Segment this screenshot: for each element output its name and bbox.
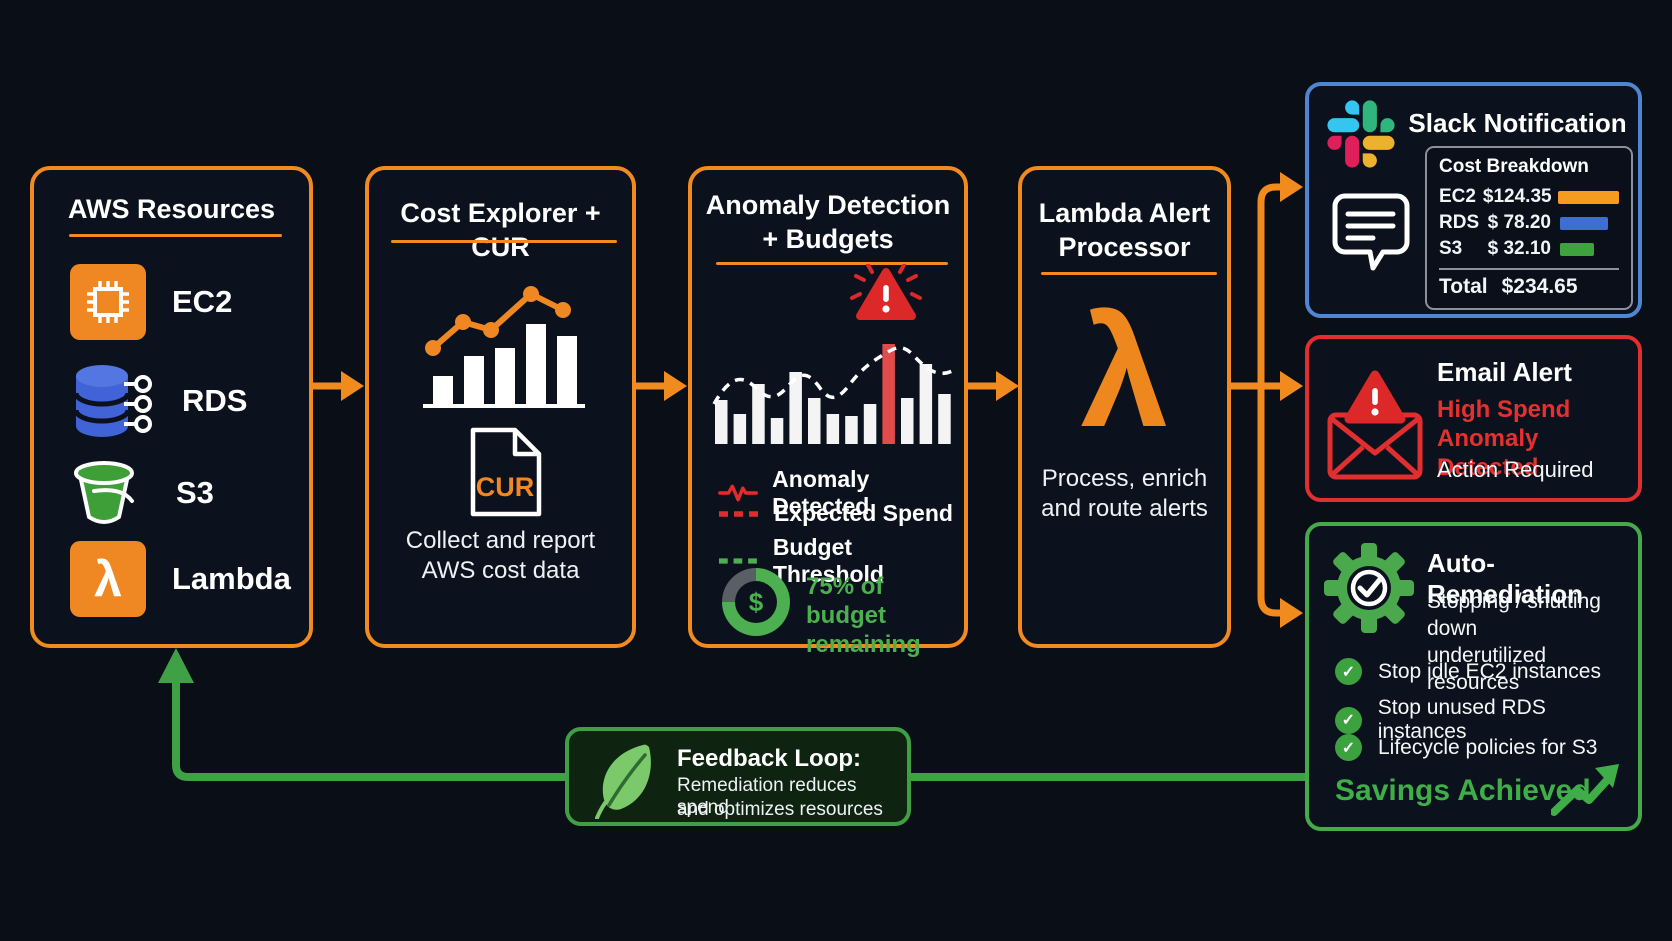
s3-bucket-icon [74, 461, 134, 524]
cost-row-rds: RDS $ 78.20 [1439, 210, 1619, 236]
anomaly-warning-triangle-icon [850, 264, 922, 320]
savings-achieved-label: Savings Achieved [1335, 774, 1591, 807]
email-alert-title: Email Alert [1437, 357, 1572, 387]
email-alert-message: High Spend Anomaly Detected [1437, 396, 1571, 481]
cur-document-icon: CUR [470, 427, 542, 517]
expected-spend-dashed-line [712, 346, 955, 405]
cost-explorer-box: Cost Explorer + CUR CUR Collect and repo… [365, 166, 636, 648]
feedback-loop-title: Feedback Loop: [677, 745, 862, 772]
title-underline [391, 240, 617, 243]
checklist-item: ✓ Lifecycle policies for S3 [1335, 734, 1597, 761]
aws-resources-title: AWS Resources [67, 194, 276, 224]
resource-label: RDS [182, 383, 248, 418]
check-circle-icon: ✓ [1335, 658, 1362, 685]
budget-donut: $ [722, 568, 790, 636]
resource-label: S3 [176, 475, 214, 510]
red-dashed-line-icon [719, 510, 759, 517]
lambda-large-icon: λ [1080, 284, 1169, 460]
checklist-item: ✓ Stop unused RDS instances [1335, 696, 1638, 744]
auto-remediation-subtitle: Stopping / shutting down underutilized r… [1427, 590, 1601, 694]
cost-row-ec2: EC2 $124.35 [1439, 184, 1619, 210]
anomaly-title: Anomaly Detection + Budgets [705, 190, 951, 254]
savings-trend-arrow-icon [1551, 764, 1619, 816]
orange-arrowheads [341, 172, 1303, 628]
cur-doc-label: CUR [476, 472, 535, 502]
lambda-icon: λ [70, 541, 146, 617]
slack-title: Slack Notification [1408, 108, 1627, 138]
legend-anomaly-detected: Anomaly Detected [718, 466, 964, 520]
feedback-loop-box: Feedback Loop: Remediation reduces spend… [565, 727, 911, 826]
slack-logo-icon [1327, 100, 1395, 168]
anomaly-bars [715, 344, 951, 444]
feedback-loop-line [172, 676, 1309, 781]
cost-explorer-caption: Collect and report AWS cost data [405, 527, 596, 584]
email-alert-box: Email Alert High Spend Anomaly Detected … [1305, 335, 1642, 502]
cost-breakdown-header: Cost Breakdown [1439, 156, 1589, 177]
check-circle-icon: ✓ [1335, 734, 1362, 761]
resource-label: Lambda [172, 561, 291, 596]
gear-check-icon [1324, 543, 1414, 633]
cost-bar [1560, 242, 1594, 256]
auto-remediation-title: Auto-Remediation [1427, 548, 1584, 609]
cost-row-s3: S3 $ 32.10 [1439, 236, 1619, 262]
chat-bubble-icon [1332, 193, 1410, 271]
green-dashed-line-icon [718, 558, 758, 564]
checklist-item: ✓ Stop idle EC2 instances [1335, 658, 1601, 685]
resource-label: EC2 [172, 284, 233, 319]
orange-flow-lines [309, 183, 1284, 617]
rds-database-icon [73, 365, 152, 437]
cost-bar [1560, 216, 1608, 230]
check-circle-icon: ✓ [1335, 706, 1362, 734]
panel-divider [1439, 268, 1619, 270]
lambda-processor-title: Lambda Alert Processor [1038, 198, 1211, 262]
title-underline [1041, 272, 1217, 275]
leaf-icon [595, 744, 651, 819]
cost-trend-chart-icon [423, 286, 585, 408]
anomaly-detection-box: Anomaly Detection + Budgets Anomaly Dete… [688, 166, 968, 658]
resource-row-s3: S3 [70, 457, 214, 529]
aws-resources-box: AWS Resources EC2 [30, 166, 313, 648]
cost-explorer-title: Cost Explorer + CUR [400, 198, 601, 262]
resource-row-rds: RDS [70, 362, 247, 440]
anomaly-line-icon [718, 484, 758, 502]
feedback-arrowhead [158, 648, 194, 683]
feedback-line1: Remediation reduces spend [677, 775, 857, 818]
email-warning-icon [1327, 370, 1423, 480]
lambda-processor-box: Lambda Alert Processor λ Process, enrich… [1018, 166, 1231, 648]
title-underline [716, 262, 948, 265]
resource-row-lambda: λ Lambda [70, 541, 291, 617]
legend-budget-threshold: Budget Threshold [718, 534, 964, 588]
lambda-processor-caption: Process, enrich and route alerts [1041, 465, 1208, 522]
ec2-chip-icon [70, 264, 146, 340]
auto-remediation-box: Auto-Remediation Stopping / shutting dow… [1305, 522, 1642, 831]
slack-notification-box: Slack Notification Cost Breakdown EC2 $1… [1305, 82, 1642, 318]
budget-donut-dollar: $ [735, 581, 777, 623]
resource-row-ec2: EC2 [70, 264, 232, 340]
cost-trend-bars [433, 324, 577, 404]
anomaly-mini-chart [712, 344, 955, 444]
budget-remaining-text: 75% of budget remaining [806, 573, 921, 658]
email-action-text: Action Required [1437, 457, 1594, 482]
feedback-line2: and optimizes resources [677, 799, 883, 820]
cost-bar [1557, 190, 1619, 204]
cost-total-row: Total $234.65 [1439, 275, 1578, 298]
legend-expected-spend: Expected Spend [718, 500, 953, 527]
title-underline [69, 234, 282, 237]
cost-breakdown-panel: Cost Breakdown EC2 $124.35 RDS $ 78.20 S… [1425, 146, 1633, 310]
